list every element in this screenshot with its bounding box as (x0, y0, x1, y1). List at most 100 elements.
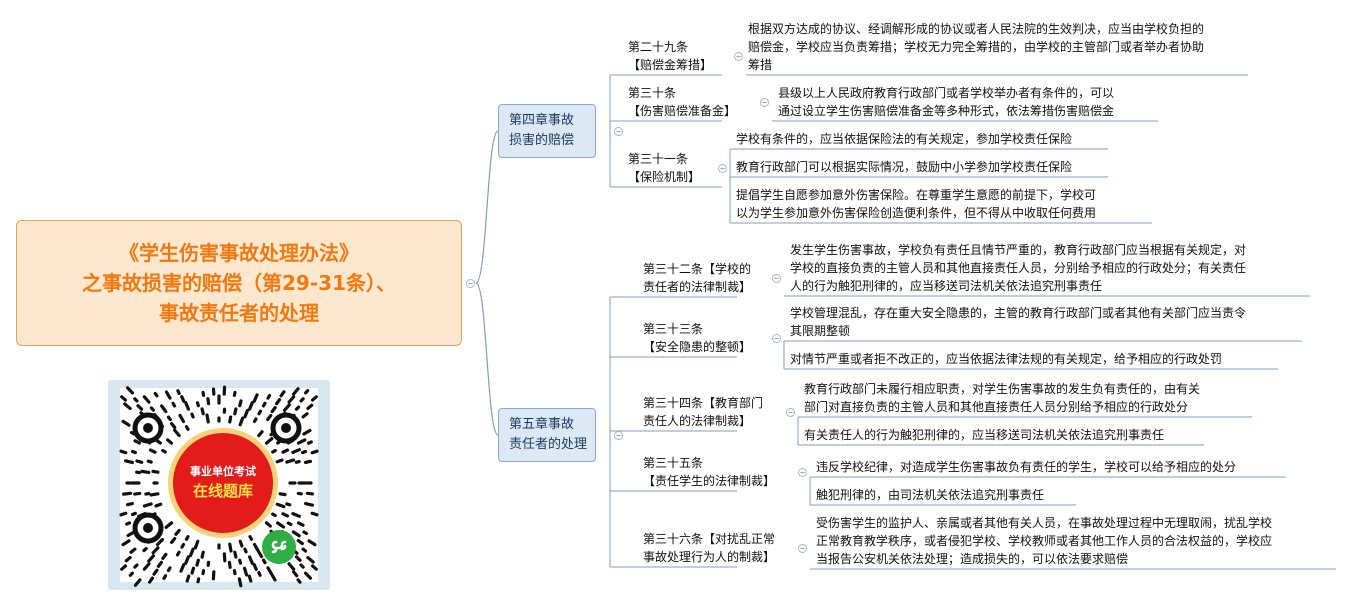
qr-module (310, 449, 319, 455)
article-node[interactable]: 第三十三条【安全隐患的整顿】 (643, 320, 751, 356)
qr-module (205, 413, 210, 424)
qr-module (174, 528, 181, 536)
qr-module (279, 390, 286, 398)
qr-module (133, 563, 139, 569)
qr-module (130, 511, 137, 517)
article-node-line: 第三十五条 (643, 456, 704, 470)
qr-module (119, 511, 128, 517)
leaf-node-line: 发生学生伤害事故，学校负有责任且情节严重的，教育行政部门应当根据有关规定，对 (790, 243, 1247, 257)
root-toggle[interactable]: − (466, 279, 475, 288)
qr-module (304, 459, 313, 465)
article-node[interactable]: 第二十九条【赔偿金筹措】 (628, 38, 712, 74)
qr-module (193, 539, 200, 550)
chapter-toggle[interactable]: − (614, 431, 623, 440)
qr-module (125, 501, 134, 507)
qr-module (185, 574, 191, 583)
qr-module (257, 409, 263, 416)
article-toggle[interactable]: − (718, 164, 727, 173)
qr-module (142, 546, 148, 553)
qr-module (296, 438, 307, 445)
article-node-line: 【伤害赔偿准备金】 (628, 104, 737, 118)
qr-module (176, 389, 181, 396)
qr-module (228, 415, 233, 424)
qr-module (296, 578, 302, 584)
root-topic[interactable]: 《学生伤害事故处理办法》 之事故损害的赔偿（第29-31条）、 事故责任者的处理 (16, 220, 462, 346)
qr-module (261, 401, 267, 408)
qr-module (257, 430, 264, 438)
article-node[interactable]: 第三十二条【学校的责任者的法律制裁】 (643, 260, 751, 296)
qr-module (287, 395, 296, 404)
qr-module (278, 492, 287, 497)
qr-module (190, 566, 196, 575)
qr-module (303, 389, 310, 395)
qr-module (266, 566, 274, 576)
qr-module (275, 502, 286, 509)
qr-module (252, 393, 259, 403)
qr-module (227, 560, 232, 569)
article-toggle[interactable]: − (798, 544, 807, 553)
leaf-node-line: 受伤害学生的监护人、亲属或者其他有关人员，在事故处理过程中无理取闹，扰乱学校 (816, 516, 1273, 530)
qr-module (170, 536, 177, 545)
qr-module (129, 547, 137, 554)
article-node-line: 【保险机制】 (628, 170, 701, 184)
article-node-line: 【安全隐患的整顿】 (643, 340, 752, 354)
qr-module (171, 401, 177, 408)
qr-module (294, 459, 301, 464)
qr-module (238, 539, 244, 548)
article-node[interactable]: 第三十一条【保险机制】 (628, 150, 700, 186)
leaf-node-line: 学校有条件的，应当依据保险法的有关规定，参加学校责任保险 (736, 132, 1073, 146)
article-node-line: 第三十四条【教育部门 (643, 396, 764, 410)
leaf-node: 根据双方达成的协议、经调解形成的协议或者人民法院的生效判决，应当由学校负担的赔偿… (748, 20, 1204, 74)
leaf-node-line: 筹措 (748, 58, 773, 72)
chapter-toggle[interactable]: − (614, 127, 623, 136)
article-node[interactable]: 第三十条【伤害赔偿准备金】 (628, 84, 736, 120)
qr-module (248, 401, 254, 411)
qr-module (123, 459, 134, 465)
article-node[interactable]: 第三十六条【对扰乱正常事故处理行为人的制裁】 (643, 530, 775, 566)
chapter-node[interactable]: 第五章事故责任者的处理 (498, 408, 596, 462)
leaf-node-line: 教育行政部门未履行相应职责，对学生伤害事故的发生负有责任的，由有关 (804, 382, 1201, 396)
article-node[interactable]: 第三十五条【责任学生的法律制裁】 (643, 454, 775, 490)
article-toggle[interactable]: − (786, 408, 795, 417)
qr-module (261, 558, 267, 565)
qr-module (152, 568, 159, 576)
leaf-node-line: 部门对直接负责的主管人员和其他直接责任人员分别给予相应的行政处分 (804, 400, 1189, 414)
article-toggle[interactable]: − (772, 334, 781, 343)
qr-module (305, 491, 314, 496)
qr-module (151, 469, 160, 474)
qr-module (291, 448, 301, 454)
qr-module (302, 428, 312, 436)
qr-module (166, 438, 174, 445)
leaf-node-line: 通过设立学生伤害赔偿准备金等多种形式，依法筹措伤害赔偿金 (778, 104, 1115, 118)
leaf-node: 教育行政部门可以根据实际情况，鼓励中小学参加学校责任保险 (736, 158, 1072, 176)
qr-module (124, 555, 132, 563)
leaf-node-line: 违反学校纪律，对造成学生伤害事故负有责任的学生，学校可以给予相应的处分 (816, 460, 1237, 474)
qr-module (184, 425, 190, 431)
article-node-line: 【责任学生的法律制裁】 (643, 474, 776, 488)
article-node-line: 第三十条 (628, 86, 677, 100)
chapter-node[interactable]: 第四章事故损害的赔偿 (498, 104, 596, 158)
qr-module (201, 569, 206, 576)
qr-module (133, 578, 142, 587)
qr-module (121, 419, 131, 427)
qr-module (133, 439, 142, 445)
qr-module (184, 535, 190, 541)
qr-module (128, 571, 135, 577)
qr-module (252, 563, 258, 571)
article-toggle[interactable]: − (734, 52, 743, 61)
qr-module (252, 542, 260, 553)
chapter-label-line: 责任者的处理 (509, 437, 588, 452)
qr-module (184, 401, 190, 411)
qr-module (121, 539, 131, 547)
article-toggle[interactable]: − (772, 274, 781, 283)
qr-module (130, 449, 137, 455)
article-node[interactable]: 第三十四条【教育部门责任人的法律制裁】 (643, 394, 763, 430)
qr-module (146, 459, 153, 464)
qr-module (135, 459, 144, 464)
article-toggle[interactable]: − (798, 468, 807, 477)
article-toggle[interactable]: − (760, 98, 769, 107)
qr-module (294, 555, 302, 562)
qr-module (184, 555, 190, 565)
leaf-node-line: 人的行为触犯刑律的，应当移送司法机关依法追究刑事责任 (790, 279, 1103, 293)
